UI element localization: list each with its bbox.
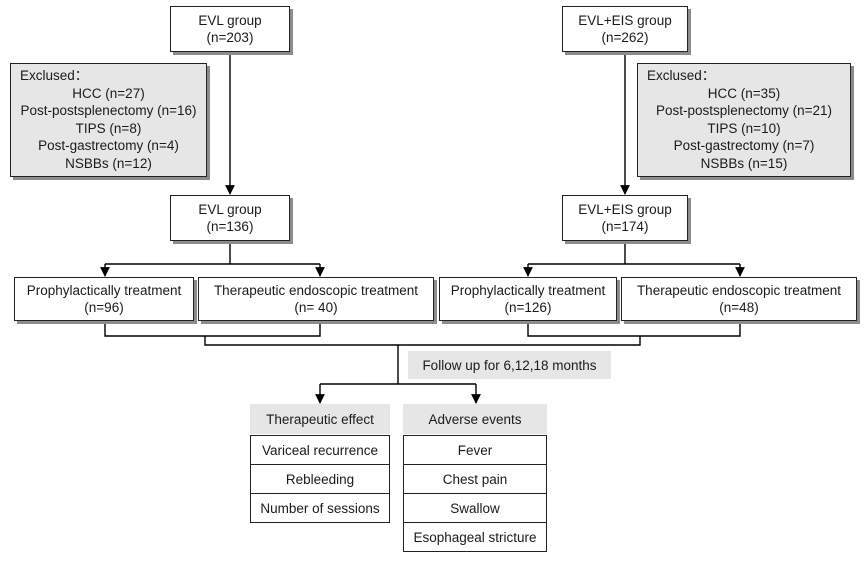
evleis-therapeutic-n: (n=48) — [719, 300, 759, 315]
adverse-events-title: Adverse events — [403, 404, 547, 434]
evleis-initial-name: EVL+EIS group — [578, 13, 672, 28]
therapeutic-effect-item-label: Number of sessions — [260, 500, 380, 516]
evl-therapeutic-box: Therapeutic endoscopic treatment (n= 40) — [198, 277, 434, 321]
evl-exclusion-item: HCC (n=27) — [72, 85, 145, 101]
evl-initial-box: EVL group (n=203) — [170, 6, 290, 52]
evleis-prophylactic-box: Prophylactically treatment (n=126) — [439, 277, 617, 321]
evleis-initial-box: EVL+EIS group (n=262) — [562, 6, 688, 52]
evleis-final-box: EVL+EIS group (n=174) — [562, 195, 688, 241]
evleis-prophylactic-n: (n=126) — [504, 300, 552, 315]
follow-up-text: Follow up for 6,12,18 months — [422, 357, 597, 373]
adverse-event-item: Fever — [403, 435, 547, 465]
therapeutic-effect-item-label: Variceal recurrence — [261, 442, 379, 458]
evleis-exclusion-item: HCC (n=35) — [707, 85, 781, 101]
connector-merge — [204, 336, 641, 346]
adverse-events-title-text: Adverse events — [428, 411, 522, 427]
evl-prophylactic-label: Prophylactically treatment — [26, 283, 182, 298]
evleis-initial-n: (n=262) — [601, 30, 649, 45]
evl-therapeutic-n: (n= 40) — [294, 300, 338, 315]
adverse-event-item: Chest pain — [403, 464, 547, 494]
connector-evl-bracket — [104, 320, 321, 337]
connector-evleis-bracket — [527, 320, 741, 337]
evleis-exclusion-item: Post-postsplenectomy (n=21) — [656, 103, 832, 118]
evleis-final-name: EVL+EIS group — [578, 202, 672, 217]
evl-exclusion-item: TIPS (n=8) — [75, 120, 142, 136]
adverse-event-item-label: Swallow — [450, 500, 500, 516]
therapeutic-effect-item-label: Rebleeding — [285, 471, 355, 487]
evl-final-n: (n=136) — [206, 219, 254, 234]
evl-exclusion-item: Post-postsplenectomy (n=16) — [20, 103, 197, 118]
evleis-exclusion-box: Exclused： HCC (n=35) Post-postsplenectom… — [637, 63, 851, 177]
evl-prophylactic-n: (n=96) — [84, 300, 124, 315]
evl-exclusion-header: Exclused： — [20, 68, 89, 83]
adverse-event-item-label: Esophageal stricture — [413, 529, 537, 545]
evleis-prophylactic-label: Prophylactically treatment — [450, 283, 606, 298]
therapeutic-effect-item: Number of sessions — [250, 493, 390, 523]
evleis-exclusion-header: Exclused： — [647, 68, 716, 83]
evl-prophylactic-box: Prophylactically treatment (n=96) — [14, 277, 194, 321]
evl-final-box: EVL group (n=136) — [170, 195, 290, 241]
follow-up-label: Follow up for 6,12,18 months — [408, 351, 611, 379]
adverse-event-item-label: Fever — [457, 442, 493, 458]
evleis-therapeutic-label: Therapeutic endoscopic treatment — [636, 283, 842, 298]
therapeutic-effect-item: Variceal recurrence — [250, 435, 390, 465]
evl-exclusion-box: Exclused： HCC (n=27) Post-postsplenectom… — [10, 63, 207, 177]
evl-exclusion-item: Post-gastrectomy (n=4) — [38, 138, 179, 153]
evl-final-name: EVL group — [198, 202, 262, 217]
adverse-event-item: Esophageal stricture — [403, 522, 547, 552]
therapeutic-effect-title: Therapeutic effect — [250, 404, 390, 434]
evleis-exclusion-item: NSBBs (n=15) — [700, 155, 788, 171]
adverse-event-item: Swallow — [403, 493, 547, 523]
therapeutic-effect-title-text: Therapeutic effect — [266, 411, 374, 427]
evleis-therapeutic-box: Therapeutic endoscopic treatment (n=48) — [621, 277, 857, 321]
evl-exclusion-item: NSBBs (n=12) — [65, 155, 152, 171]
evl-initial-name: EVL group — [198, 13, 262, 28]
evl-therapeutic-label: Therapeutic endoscopic treatment — [213, 283, 419, 298]
evleis-final-n: (n=174) — [601, 219, 649, 234]
therapeutic-effect-item: Rebleeding — [250, 464, 390, 494]
evl-initial-n: (n=203) — [206, 30, 254, 45]
evleis-exclusion-item: Post-gastrectomy (n=7) — [673, 138, 815, 153]
adverse-event-item-label: Chest pain — [442, 471, 508, 487]
evleis-exclusion-item: TIPS (n=10) — [707, 120, 781, 136]
